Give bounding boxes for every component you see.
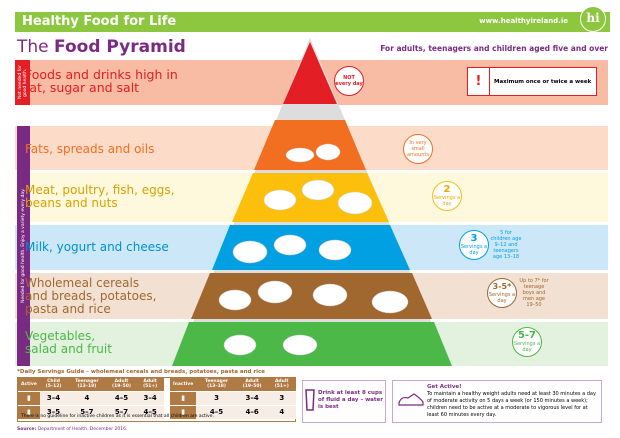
table-cell: 3 — [196, 390, 237, 405]
servings-guide-title: *Daily Servings Guide – wholemeal cereal… — [17, 369, 265, 375]
serving-note-milk: 5 for children age 9–12 and teenagers ag… — [490, 230, 522, 260]
drink-box: Drink at least 8 cups of fluid a day – w… — [302, 380, 386, 423]
needed-sidebar: Needed for good health. Enjoy a variety … — [17, 126, 30, 366]
column-header: Child (5–12) — [39, 378, 68, 391]
food-plates — [218, 143, 409, 356]
warning-text: Maximum once or twice a week — [494, 78, 592, 85]
get-active-box: Get Active! To maintain a healthy weight… — [392, 380, 602, 423]
shelf-label-fats: Fats, spreads and oils — [25, 142, 155, 156]
female-icon: ▮ — [170, 390, 197, 405]
glass-icon — [305, 389, 315, 411]
serving-note-cereals: Up to 7* for teenage boys and men age 19… — [519, 278, 549, 308]
pyramid-tier-treats — [283, 42, 337, 104]
column-header: Teenager (13–18) — [196, 378, 237, 391]
serving-badge-cereals: 3-5*Servings a day — [487, 278, 517, 308]
pyramid-tier-cereals — [191, 273, 432, 319]
male-icon: ▮ — [18, 404, 40, 419]
serving-badge-fats: In very small amounts — [403, 134, 433, 164]
warning-icon: ! — [468, 68, 490, 95]
shelf-label-veg: Vegetables,salad and fruit — [25, 329, 112, 356]
table-cell: 3 — [267, 390, 296, 405]
column-header: Adult (19–50) — [106, 378, 137, 391]
table-cell: 5–7 — [106, 404, 137, 419]
title-light: The — [17, 37, 49, 57]
shoe-icon — [398, 393, 424, 406]
column-header: Adult (51+) — [136, 378, 164, 391]
male-icon: ▮ — [170, 404, 197, 419]
shelf-label-milk: Milk, yogurt and cheese — [25, 240, 169, 254]
get-active-text: To maintain a healthy weight adults need… — [427, 391, 596, 418]
page-title: The Food Pyramid — [17, 37, 186, 57]
table-cell: 4–5 — [136, 404, 164, 419]
header-bar: Healthy Food for Life www.healthyireland… — [15, 6, 610, 32]
column-header: Adult (19–50) — [236, 378, 268, 391]
table-cell: 3–5 — [39, 404, 68, 419]
column-header: Active — [18, 378, 40, 391]
get-active-title: Get Active! — [427, 384, 462, 390]
source-line: Source: Department of Health. December 2… — [17, 427, 128, 432]
table-cell: 5–7 — [67, 404, 107, 419]
shelf-label-meat: Meat, poultry, fish, eggs,beans and nuts — [25, 183, 175, 210]
table-cell: 4–5 — [106, 390, 137, 405]
column-header: Inactive — [170, 378, 197, 391]
servings-footnote: There is no guideline for inactive child… — [21, 414, 214, 419]
page-subtitle: For adults, teenagers and children aged … — [380, 44, 608, 53]
column-header: Teenager (13–18) — [67, 378, 107, 391]
table-cell: 3–4 — [136, 390, 164, 405]
header-title: Healthy Food for Life — [22, 14, 177, 29]
table-cell: 3–4 — [236, 390, 268, 405]
female-icon: ▮ — [18, 390, 40, 405]
not-needed-label: Not needed for good health. — [15, 60, 30, 105]
warning-box: ! Maximum once or twice a week — [467, 67, 597, 96]
table-cell: 4–6 — [236, 404, 268, 419]
drink-text: Drink at least 8 cups of fluid a day – w… — [318, 390, 383, 410]
column-header: Adult (51+) — [267, 378, 296, 391]
pyramid-tier-fats — [254, 120, 366, 170]
table-cell: 4 — [267, 404, 296, 419]
table-cell: 4–5 — [196, 404, 237, 419]
title-bold: Food Pyramid — [54, 37, 186, 57]
table-cell: 3–4 — [39, 390, 68, 405]
not-every-day-badge: NOT every day — [334, 66, 364, 96]
website-link[interactable]: www.healthyireland.ie — [479, 17, 568, 25]
healthy-ireland-logo: hi — [580, 6, 606, 32]
table-cell: 4 — [67, 390, 107, 405]
